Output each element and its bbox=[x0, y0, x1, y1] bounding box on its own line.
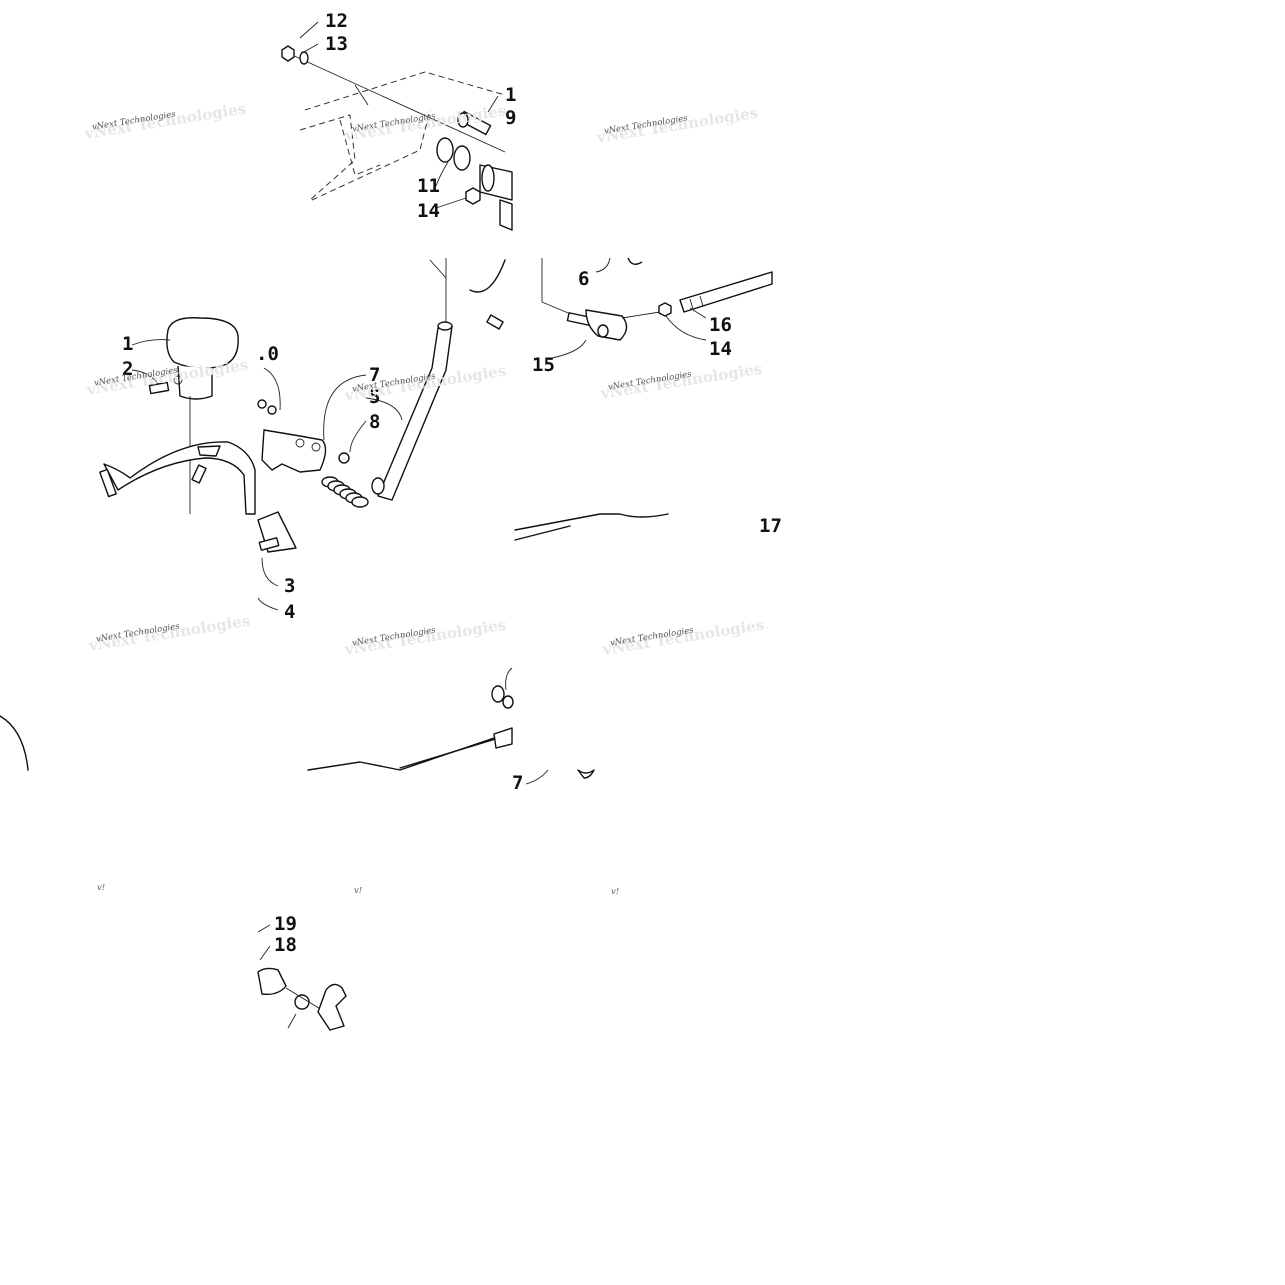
spring bbox=[321, 476, 369, 508]
callout: 5 bbox=[369, 386, 380, 408]
callout: 15 bbox=[532, 354, 555, 376]
watermark-fragment: v! bbox=[611, 887, 619, 897]
callout: 2 bbox=[122, 358, 133, 380]
callout: 12 bbox=[325, 10, 348, 32]
watermark-fragment: v! bbox=[97, 883, 105, 893]
callout: 11 bbox=[417, 175, 440, 197]
callout: 19 bbox=[274, 913, 297, 935]
callout: 7 bbox=[512, 772, 523, 794]
tile-cable bbox=[514, 513, 669, 541]
tile-shift-knob bbox=[99, 317, 256, 515]
callout: 4 bbox=[284, 601, 295, 623]
tile-clevis bbox=[257, 924, 347, 1031]
callout: 16 bbox=[709, 314, 732, 336]
callout: 18 bbox=[274, 934, 297, 956]
callout: 13 bbox=[325, 33, 348, 55]
watermark: vNext Technologies vNext Technologies bbox=[595, 103, 760, 146]
watermark-fragment: v! bbox=[354, 886, 362, 896]
callout: 6 bbox=[578, 268, 589, 290]
callout: 9 bbox=[505, 107, 516, 129]
tile-upper-bracket bbox=[281, 21, 513, 231]
callout: .0 bbox=[256, 343, 279, 365]
callout-labels: 12 13 1 9 11 14 6 16 14 15 1 2 .0 7 5 8 … bbox=[122, 10, 782, 956]
callout: 7 bbox=[369, 364, 380, 386]
tile-shift-lever bbox=[257, 258, 506, 611]
watermark: vNext Technologies vNext Technologies bbox=[343, 101, 508, 144]
callout: 14 bbox=[709, 338, 732, 360]
callout: 14 bbox=[417, 200, 440, 222]
watermark: vNext Technologies vNext Technologies bbox=[601, 615, 766, 658]
watermark: vNext Technologies vNext Technologies bbox=[85, 355, 250, 398]
callout: 17 bbox=[759, 515, 782, 537]
tile-cable-end bbox=[541, 257, 773, 359]
callout: 1 bbox=[122, 333, 133, 355]
callout: 3 bbox=[284, 575, 295, 597]
callout: 8 bbox=[369, 411, 380, 433]
watermark: vNext Technologies vNext Technologies bbox=[599, 359, 764, 402]
watermark: vNext Technologies vNext Technologies bbox=[83, 99, 248, 142]
callout: 1 bbox=[505, 84, 516, 106]
tile-lower-linkage bbox=[0, 667, 595, 785]
watermark: vNext Technologies vNext Technologies bbox=[343, 615, 508, 658]
watermark: vNext Technologies vNext Technologies bbox=[87, 611, 252, 654]
